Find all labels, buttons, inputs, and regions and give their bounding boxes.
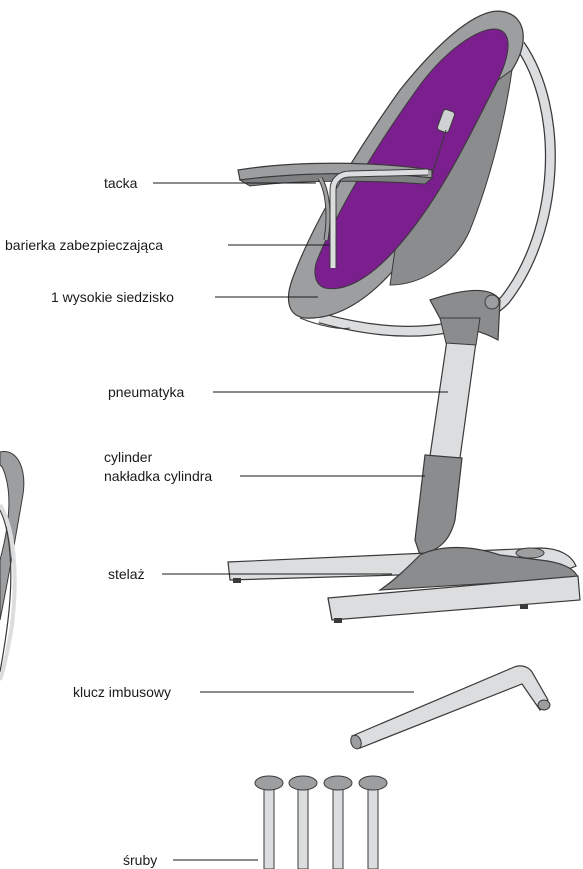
pneumatic-column [430,318,480,458]
frame-base [228,548,580,624]
label-cylinder: cylinder [104,448,152,466]
screw [324,776,352,869]
cylinder-cover [415,455,462,555]
label-frame: stelaż [108,565,145,583]
screw [289,776,317,869]
label-pneumatic: pneumatyka [108,383,184,401]
label-high-seat: 1 wysokie siedzisko [51,288,174,306]
allen-key [349,666,550,750]
label-safety-bar: barierka zabezpieczająca [5,236,163,254]
screws [255,776,387,869]
label-tray: tacka [104,174,137,192]
second-seat-partial [0,452,24,680]
screw [359,776,387,869]
label-cylinder-cover: nakładka cylindra [104,467,212,485]
screw [255,776,283,869]
label-allen-key: klucz imbusowy [73,683,171,701]
label-screws: śruby [123,851,157,869]
